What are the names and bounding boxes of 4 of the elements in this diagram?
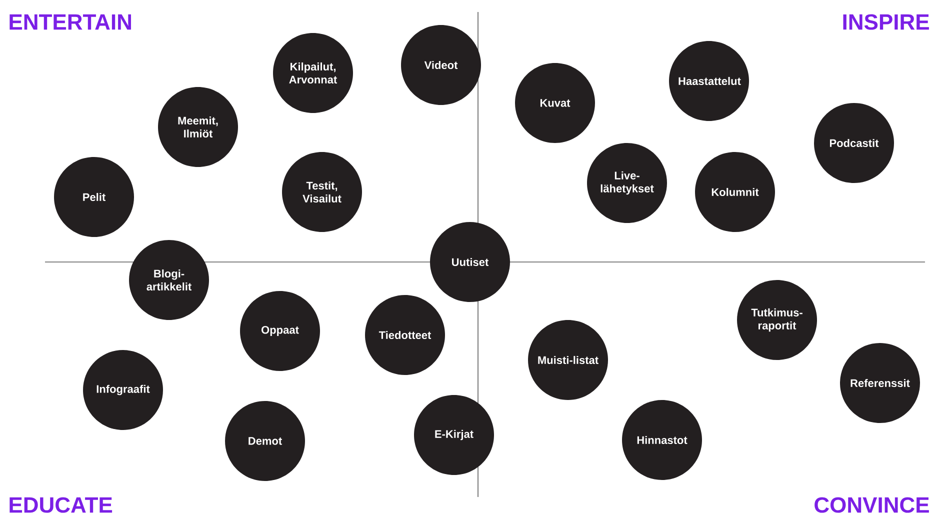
quadrant-label: EDUCATE — [10, 497, 112, 513]
quadrant-label: INSPIRE — [843, 14, 929, 30]
quadrant-label: CONVINCE — [814, 497, 929, 513]
quadrant-label: ENTERTAIN — [10, 14, 131, 30]
